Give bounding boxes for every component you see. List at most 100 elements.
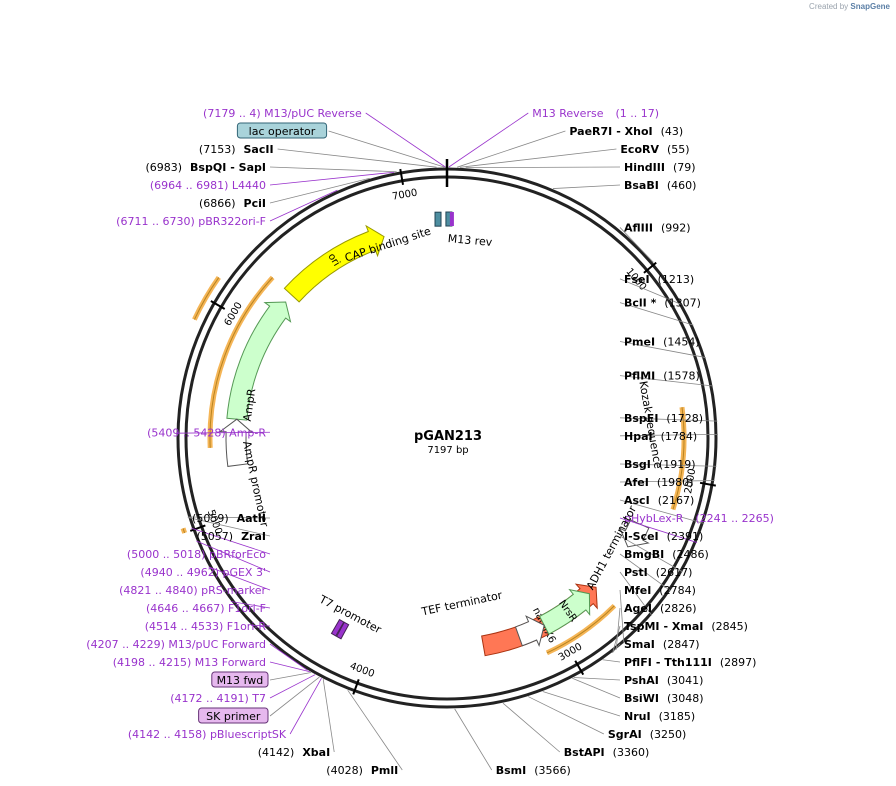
enzyme-label-text: (5059) AatII bbox=[192, 512, 266, 525]
inner-feature-label: M13 rev bbox=[447, 232, 493, 249]
tick-mark bbox=[574, 660, 585, 676]
primer-name: (4646 .. 4667) F1ori-F bbox=[146, 602, 266, 615]
enzyme-label-text: PaeR7I- XhoI(43) bbox=[569, 125, 683, 138]
feature-box bbox=[211, 671, 269, 688]
enzyme-name: XbaI bbox=[302, 746, 330, 759]
enzyme-site-label: BsgI(1919) bbox=[624, 458, 695, 471]
primer-label-text: (4172 .. 4191) T7 bbox=[170, 692, 266, 705]
enzyme-label-text: BstAPI(3360) bbox=[564, 746, 649, 759]
primer-arc-core bbox=[182, 528, 186, 534]
enzyme-label-text: MfeI(2784) bbox=[624, 584, 696, 597]
inner-feature-label: TEF terminator bbox=[419, 589, 503, 619]
enzyme-site-label: AscI(2167) bbox=[624, 494, 694, 507]
enzyme-site-label: NruI(3185) bbox=[624, 710, 695, 723]
enzyme-position: (1980) bbox=[657, 476, 694, 489]
enzyme-site-label: HindIII(79) bbox=[624, 161, 696, 174]
leader-line bbox=[269, 177, 370, 204]
enzyme-isoschizomer: - SapI bbox=[230, 161, 266, 174]
leader-line bbox=[612, 625, 621, 653]
enzyme-position: (2826) bbox=[660, 602, 697, 615]
enzyme-site-label: I-SceI(2391) bbox=[624, 530, 703, 543]
enzyme-site-label: AgeI (2826) bbox=[624, 602, 697, 615]
feature-box bbox=[236, 122, 328, 139]
leader-line bbox=[619, 589, 625, 644]
enzyme-isoschizomer: - XhoI bbox=[616, 125, 652, 138]
enzyme-name: ZraI bbox=[241, 530, 266, 543]
enzyme-label-text: (6866)PciI bbox=[199, 197, 266, 210]
enzyme-position: (4142) bbox=[258, 746, 295, 759]
enzyme-label-text: BmgBI(2486) bbox=[624, 548, 709, 561]
leader-line bbox=[552, 184, 621, 189]
enzyme-position: (2847) bbox=[663, 638, 700, 651]
enzyme-position: (2784) bbox=[659, 584, 696, 597]
primer-label-text: (5000 .. 5018) pBRforEco bbox=[127, 548, 266, 561]
enzyme-label-text: TspMI- XmaI(2845) bbox=[624, 620, 748, 633]
enzyme-name: SacII bbox=[244, 143, 274, 156]
leader-line bbox=[176, 431, 271, 434]
enzyme-position: (1307) bbox=[664, 297, 701, 310]
enzyme-site-label: BspEI(1728) bbox=[624, 412, 703, 425]
feature-box-text: lac operator bbox=[249, 125, 316, 138]
enzyme-name: PmeI bbox=[624, 336, 655, 349]
enzyme-site-label: BstAPI(3360) bbox=[564, 746, 649, 759]
enzyme-name: BmgBI bbox=[624, 548, 664, 561]
primer-label: (4646 .. 4667) F1ori-F bbox=[146, 602, 266, 615]
enzyme-site-label: (6866)PciI bbox=[199, 197, 266, 210]
enzyme-site-label: (5059) AatII bbox=[192, 512, 266, 525]
leader-line bbox=[269, 643, 308, 671]
primer-label: (4207 .. 4229) M13/pUC Forward bbox=[86, 638, 266, 651]
enzyme-position: (3048) bbox=[667, 692, 704, 705]
leader-line bbox=[230, 601, 271, 609]
enzyme-label-text: EcoRV(55) bbox=[620, 143, 689, 156]
enzyme-label-text: BsaBI(460) bbox=[624, 179, 696, 192]
enzyme-name: BsiWI bbox=[624, 692, 659, 705]
enzyme-label-text: AfeI(1980) bbox=[624, 476, 693, 489]
enzyme-position: (1919) bbox=[659, 458, 696, 471]
enzyme-site-label: PstI(2617) bbox=[624, 566, 692, 579]
t7-marker bbox=[335, 621, 350, 640]
primer-label: M13 Reverse(1 .. 17) bbox=[532, 107, 659, 120]
primer-label-text: (4646 .. 4667) F1ori-F bbox=[146, 602, 266, 615]
feature-box-label: SK primer bbox=[198, 707, 269, 724]
cap-binding-site-marker bbox=[434, 211, 442, 227]
enzyme-label-text: AgeI (2826) bbox=[624, 602, 697, 615]
enzyme-site-label: BclI *(1307) bbox=[624, 297, 701, 310]
primer-label-text: (4142 .. 4158) pBluescriptSK bbox=[128, 728, 287, 741]
primer-label: (4821 .. 4840) pRS-marker bbox=[119, 584, 266, 597]
leader-line bbox=[269, 672, 312, 681]
enzyme-name: AgeI bbox=[624, 602, 652, 615]
leader-line bbox=[269, 171, 395, 186]
leader-line bbox=[619, 480, 715, 483]
primer-label-text: (5409 .. 5428) Amp-R bbox=[147, 426, 266, 439]
leader-line bbox=[269, 661, 311, 673]
feature-arrow bbox=[514, 615, 545, 648]
leader-line bbox=[457, 130, 566, 168]
enzyme-name: SmaI bbox=[624, 638, 655, 651]
leader-line bbox=[528, 696, 605, 735]
leader-line bbox=[619, 341, 706, 358]
enzyme-site-label: BsmI(3566) bbox=[496, 764, 571, 777]
enzyme-site-label: (6983)BspQI- SapI bbox=[145, 161, 266, 174]
enzyme-site-label: BsiWI (3048) bbox=[624, 692, 704, 705]
enzyme-label-text: (4142) XbaI bbox=[258, 746, 330, 759]
enzyme-name: BsmI bbox=[496, 764, 527, 777]
enzyme-label-text: SgrAI(3250) bbox=[608, 728, 686, 741]
leader-line bbox=[277, 148, 437, 168]
primer-name: (4940 .. 4962) pGEX 3' bbox=[140, 566, 266, 579]
primer-arc-core bbox=[209, 277, 273, 448]
enzyme-position: (43) bbox=[661, 125, 684, 138]
enzyme-label-text: BclI *(1307) bbox=[624, 297, 701, 310]
leader-line bbox=[187, 517, 271, 537]
watermark: Created by SnapGene bbox=[809, 2, 890, 11]
enzyme-position: (2897) bbox=[720, 656, 757, 669]
leader-line bbox=[619, 499, 705, 524]
enzyme-label-text: NruI(3185) bbox=[624, 710, 695, 723]
enzyme-label-text: BspEI(1728) bbox=[624, 412, 703, 425]
enzyme-position: (5059) bbox=[192, 512, 229, 525]
leader-line bbox=[615, 607, 621, 650]
enzyme-isoschizomer: - XmaI bbox=[664, 620, 704, 633]
primer-label-text: (4198 .. 4215) M13 Forward bbox=[113, 656, 266, 669]
enzyme-label-text: (7153)SacII bbox=[199, 143, 274, 156]
enzyme-name: AatII bbox=[237, 512, 266, 525]
primer-label-text: (4821 .. 4840) pRS-marker bbox=[119, 584, 266, 597]
